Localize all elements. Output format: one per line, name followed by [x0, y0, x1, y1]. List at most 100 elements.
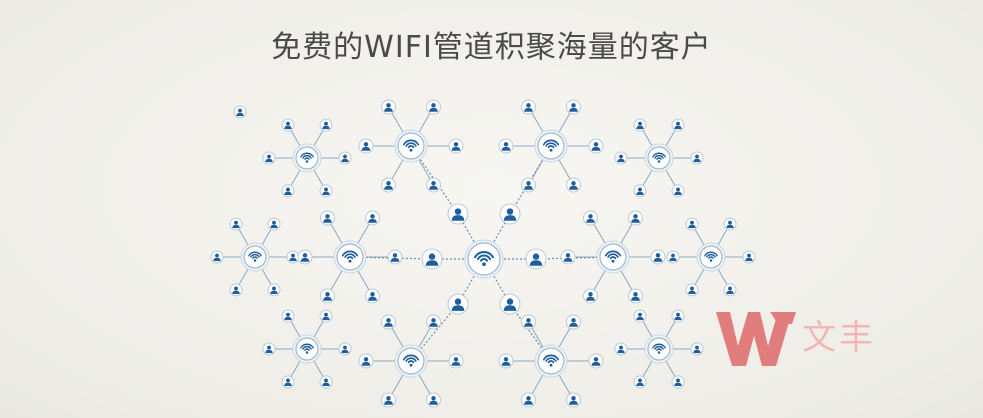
user-icon — [521, 392, 536, 408]
wifi-hub-12 — [644, 334, 674, 364]
user-icon — [666, 250, 680, 264]
wifi-icon — [652, 343, 666, 354]
user-icon — [498, 353, 514, 369]
user-icon — [521, 314, 536, 330]
user-icon — [448, 353, 464, 369]
user-icon — [685, 217, 699, 231]
user-icon — [319, 309, 333, 323]
central-wifi-hub — [464, 239, 504, 279]
wifi-icon — [402, 354, 420, 367]
user-icon — [628, 210, 643, 226]
user-icon — [448, 138, 464, 154]
user-icon — [633, 184, 647, 198]
user-icon — [262, 151, 276, 165]
user-icon — [633, 309, 647, 323]
user-icon — [387, 249, 403, 265]
user-icon — [229, 283, 243, 297]
wifi-hub-5 — [240, 242, 270, 272]
wifi-icon — [341, 250, 359, 263]
user-icon — [447, 293, 469, 315]
wifi-icon — [474, 251, 494, 266]
user-icon — [566, 314, 581, 330]
user-icon — [521, 177, 536, 193]
wifi-icon — [542, 139, 560, 152]
wifi-icon — [402, 139, 420, 152]
wifi-hub-9 — [292, 334, 322, 364]
user-icon — [588, 138, 604, 154]
user-icon — [426, 314, 441, 330]
user-icon — [566, 177, 581, 193]
wifi-icon — [604, 250, 622, 263]
user-icon — [281, 118, 295, 132]
slide-title: 免费的WIFI管道积聚海量的客户 — [271, 30, 712, 65]
user-icon — [499, 203, 521, 225]
user-icon — [297, 249, 313, 265]
wifi-hub-11 — [534, 344, 568, 378]
user-icon — [281, 375, 295, 389]
user-icon — [628, 288, 643, 304]
user-icon — [583, 210, 598, 226]
user-icon — [426, 392, 441, 408]
watermark-text: 文丰 — [802, 318, 876, 358]
user-icon — [723, 217, 737, 231]
user-icon — [723, 283, 737, 297]
wifi-hub-6 — [333, 240, 367, 274]
wifi-icon — [542, 354, 560, 367]
user-icon — [421, 248, 443, 270]
user-icon — [685, 283, 699, 297]
user-icon — [614, 151, 628, 165]
user-icon — [521, 99, 536, 115]
wifi-hub-7 — [596, 240, 630, 274]
user-icon — [210, 250, 224, 264]
user-icon — [426, 177, 441, 193]
user-icon — [358, 353, 374, 369]
user-icon — [229, 217, 243, 231]
user-icon — [233, 105, 247, 119]
wifi-icon — [248, 251, 262, 262]
user-icon — [319, 118, 333, 132]
user-icon — [690, 151, 704, 165]
user-icon — [338, 342, 352, 356]
wifi-icon — [652, 152, 666, 163]
user-icon — [499, 293, 521, 315]
user-icon — [267, 283, 281, 297]
user-icon — [525, 248, 547, 270]
user-icon — [671, 309, 685, 323]
user-icon — [320, 210, 335, 226]
user-icon — [447, 203, 469, 225]
user-icon — [381, 177, 396, 193]
user-icon — [381, 392, 396, 408]
wifi-hub-2 — [394, 129, 428, 163]
user-icon — [498, 138, 514, 154]
user-icon — [566, 99, 581, 115]
watermark-logo — [716, 312, 796, 366]
link — [509, 145, 552, 215]
user-icon — [633, 118, 647, 132]
user-icon — [262, 342, 276, 356]
wifi-hub-3 — [534, 129, 568, 163]
user-icon — [358, 138, 374, 154]
user-icon — [614, 342, 628, 356]
wifi-icon — [300, 343, 314, 354]
user-icon — [583, 288, 598, 304]
user-icon — [671, 118, 685, 132]
user-icon — [426, 99, 441, 115]
wifi-icon — [704, 251, 718, 262]
user-icon — [365, 288, 380, 304]
user-icon — [633, 375, 647, 389]
user-icon — [320, 288, 335, 304]
user-icon — [566, 392, 581, 408]
user-icon — [365, 210, 380, 226]
user-icon — [671, 184, 685, 198]
wifi-hub-1 — [292, 143, 322, 173]
user-icon — [650, 249, 666, 265]
user-icon — [338, 151, 352, 165]
wifi-icon — [300, 152, 314, 163]
user-icon — [281, 309, 295, 323]
user-icon — [560, 249, 576, 265]
wifi-hub-8 — [696, 242, 726, 272]
user-icon — [742, 250, 756, 264]
user-icon — [267, 217, 281, 231]
